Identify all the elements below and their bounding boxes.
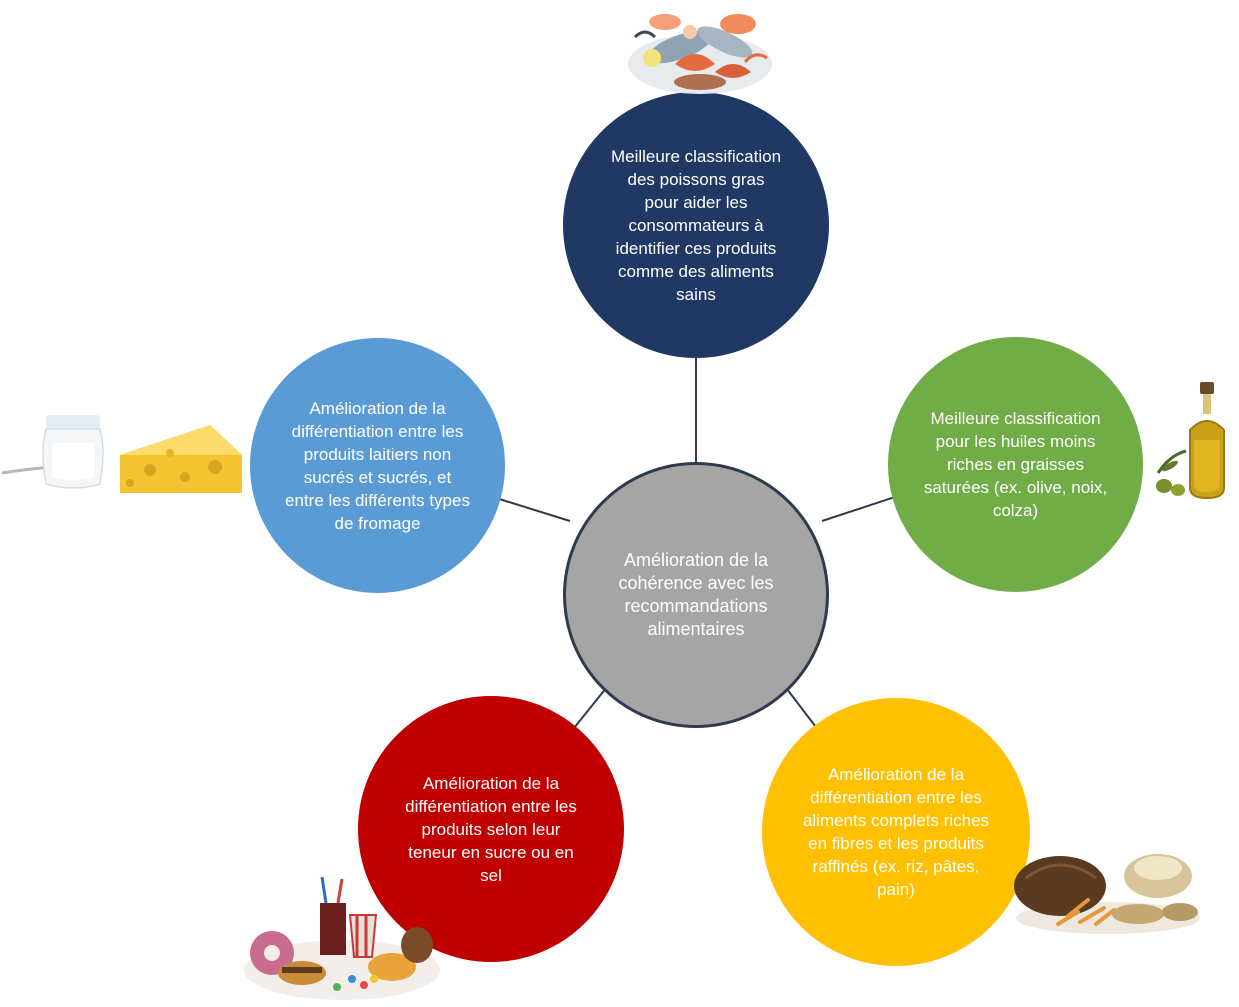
bread-pasta-illustration	[1014, 854, 1200, 934]
olive-oil-illustration	[1156, 382, 1225, 500]
node-whole-grains: Amélioration de la différentiation entre…	[762, 698, 1030, 966]
node-sugar-salt-text: Amélioration de la différentiation entre…	[405, 773, 577, 885]
seafood-illustration	[628, 14, 772, 94]
node-whole-grains-text: Amélioration de la différentiation entre…	[802, 765, 990, 899]
connector-right	[821, 495, 899, 522]
dairy-cheese-illustration	[1, 415, 242, 493]
center-node-text: Amélioration de la cohérence avec les re…	[618, 550, 774, 639]
center-node: Amélioration de la cohérence avec les re…	[563, 462, 829, 728]
node-dairy: Amélioration de la différentiation entre…	[250, 338, 505, 593]
junk-food-illustration	[244, 876, 440, 1000]
node-dairy-text: Amélioration de la différentiation entre…	[285, 398, 470, 533]
node-oils: Meilleure classification pour les huiles…	[888, 337, 1143, 592]
connector-left	[495, 497, 571, 522]
node-oily-fish: Meilleure classification des poissons gr…	[563, 92, 829, 358]
node-oily-fish-text: Meilleure classification des poissons gr…	[610, 146, 782, 304]
node-sugar-salt: Amélioration de la différentiation entre…	[358, 696, 624, 962]
node-oils-text: Meilleure classification pour les huiles…	[923, 409, 1108, 520]
